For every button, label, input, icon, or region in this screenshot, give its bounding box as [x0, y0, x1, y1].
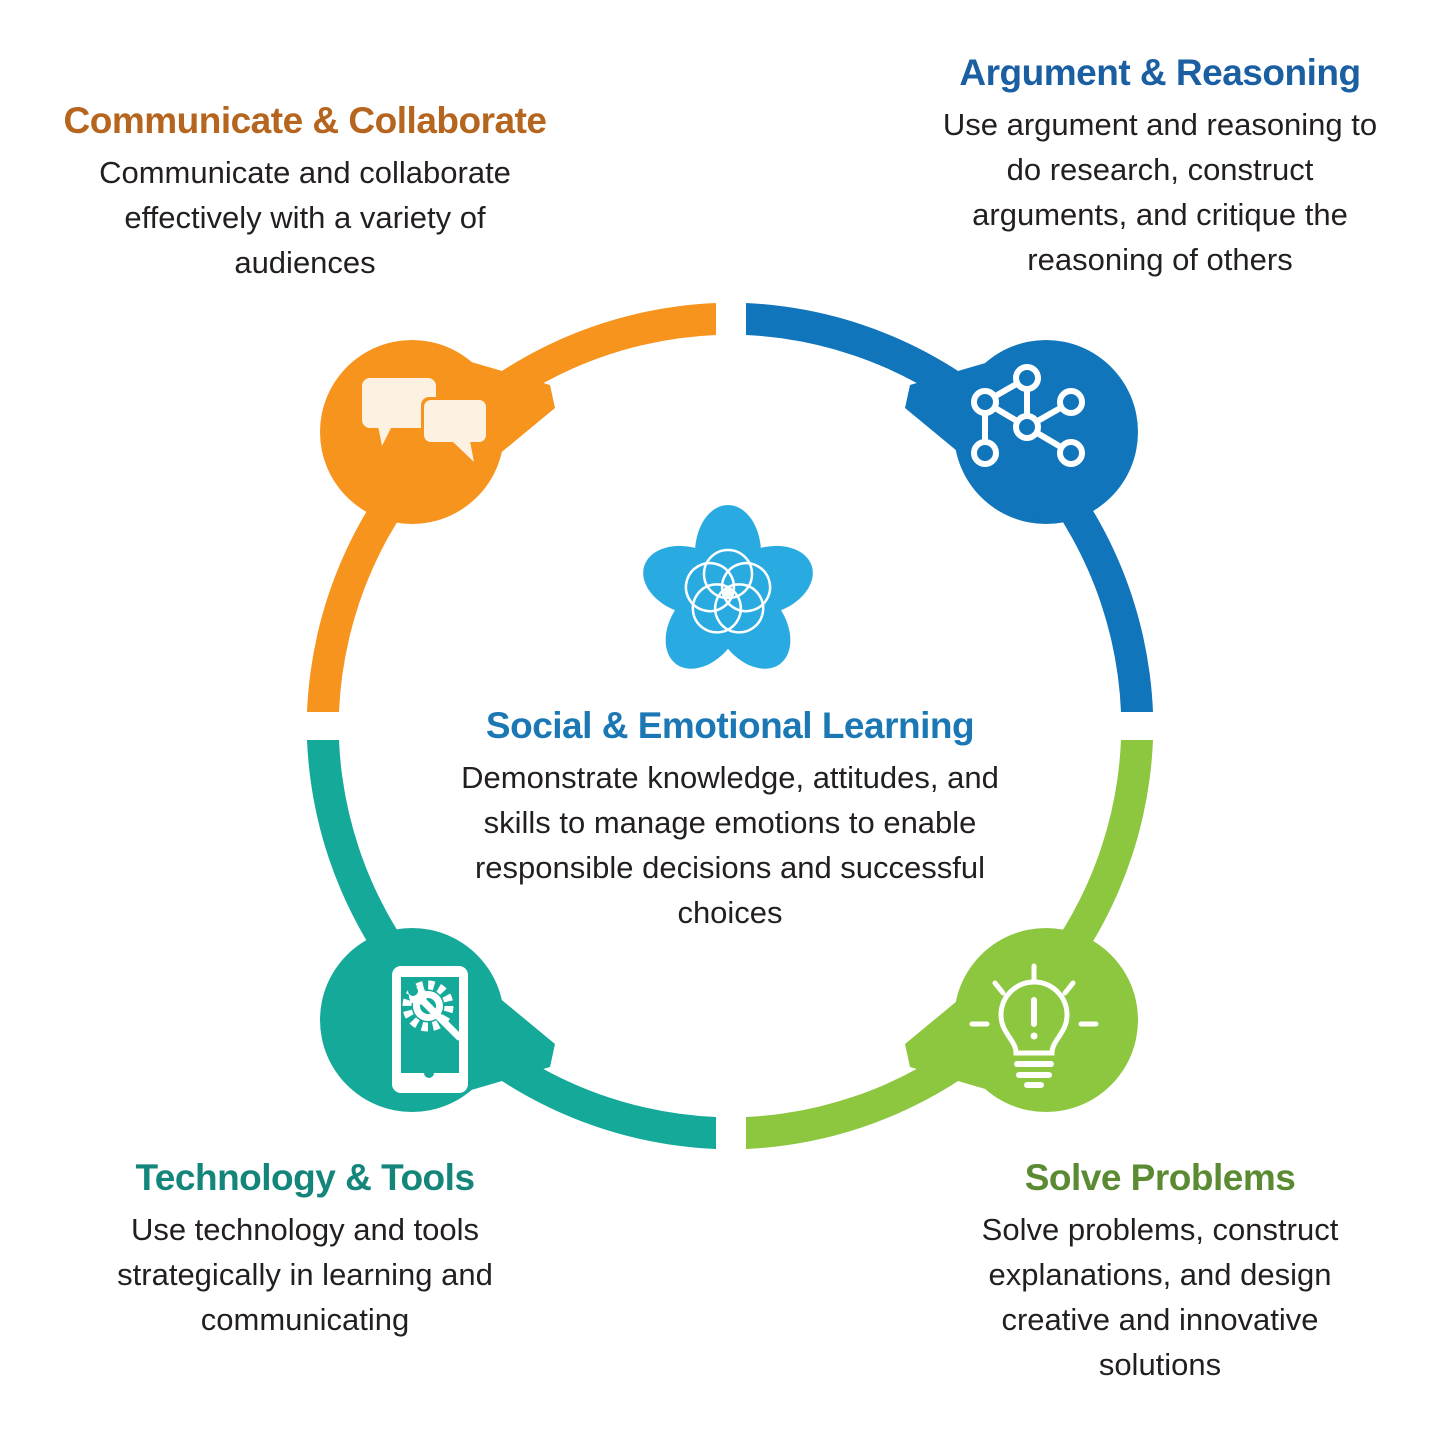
heading-communicate-collaborate: Communicate & Collaborate — [63, 100, 547, 141]
heading-social-emotional-learning: Social & Emotional Learning — [485, 705, 975, 746]
description-technology-tools: Use technology and tools strategically i… — [117, 1212, 493, 1337]
description-argument-reasoning: Use argument and reasoning to do researc… — [942, 107, 1378, 277]
flower-icon — [643, 505, 813, 669]
block-solve-problems: Solve Problems Solve problems, construct… — [900, 1157, 1420, 1387]
description-communicate-collaborate: Communicate and collaborate effectively … — [99, 155, 511, 280]
speech-bubbles-icon — [362, 378, 489, 462]
network-nodes-icon — [971, 364, 1085, 467]
heading-solve-problems: Solve Problems — [1024, 1157, 1296, 1198]
bubble-bottom-right — [905, 928, 1138, 1112]
phone-gear-wrench-icon — [392, 966, 468, 1093]
description-social-emotional-learning: Demonstrate knowledge, attitudes, and sk… — [461, 760, 999, 930]
description-solve-problems: Solve problems, construct explanations, … — [981, 1212, 1339, 1382]
block-social-emotional-learning: Social & Emotional Learning Demonstrate … — [430, 705, 1030, 935]
block-communicate-collaborate: Communicate & Collaborate Communicate an… — [40, 100, 570, 285]
lightbulb-icon — [969, 963, 1099, 1088]
block-argument-reasoning: Argument & Reasoning Use argument and re… — [900, 52, 1420, 282]
block-technology-tools: Technology & Tools Use technology and to… — [40, 1157, 570, 1342]
heading-technology-tools: Technology & Tools — [135, 1157, 475, 1198]
heading-argument-reasoning: Argument & Reasoning — [959, 52, 1361, 93]
